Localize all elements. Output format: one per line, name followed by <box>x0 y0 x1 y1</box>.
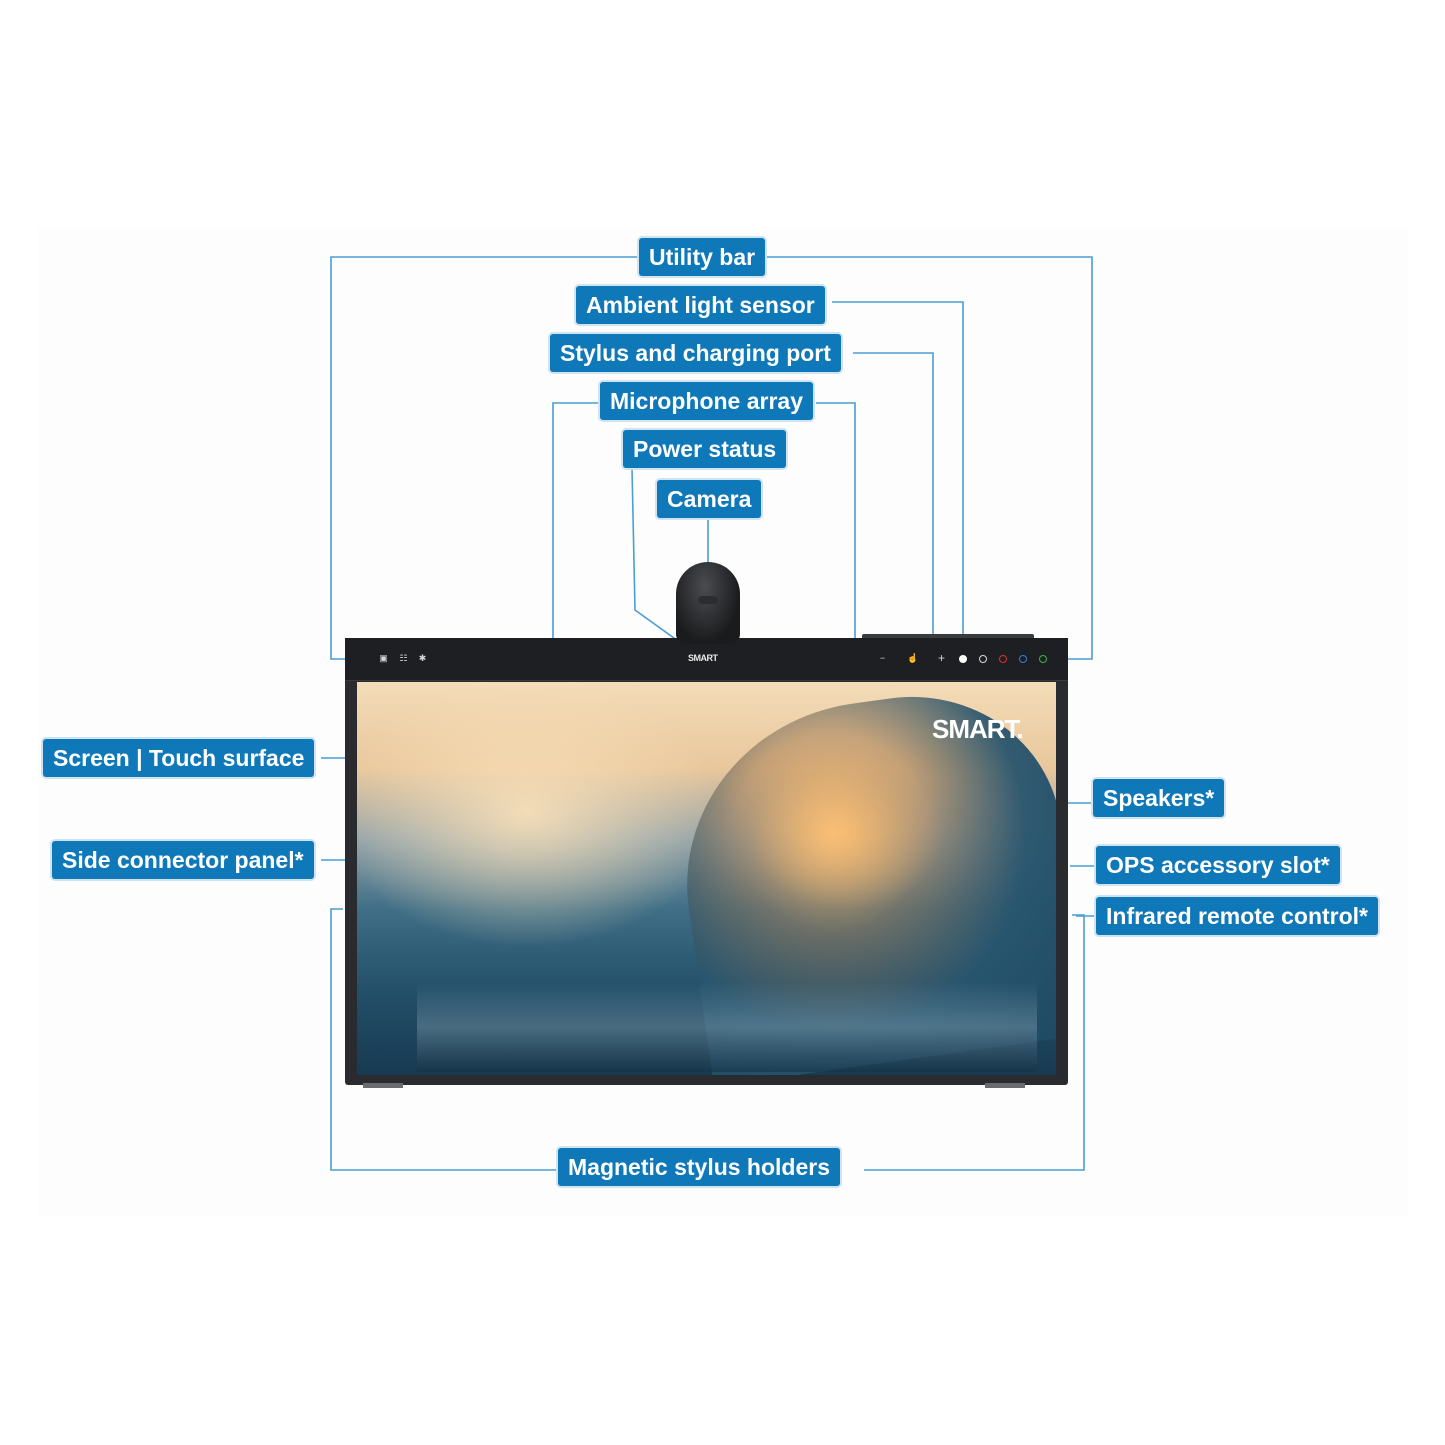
camera-lens <box>698 596 718 604</box>
topbar-logo: SMART <box>688 653 718 663</box>
pointer-icon[interactable]: ☝ <box>907 653 919 663</box>
leader-microphone-right <box>816 402 856 640</box>
camera <box>676 562 740 644</box>
label-camera: Camera <box>657 480 762 518</box>
pen-blue-dot[interactable] <box>1019 655 1027 663</box>
foot-right <box>985 1083 1025 1088</box>
leader-utility-bar-right <box>766 256 1093 660</box>
label-screen-touch-surface: Screen | Touch surface <box>43 739 315 777</box>
leader-magnetic-left <box>330 908 559 1171</box>
pen-green-dot[interactable] <box>1039 655 1047 663</box>
label-ops-accessory-slot: OPS accessory slot* <box>1096 846 1340 884</box>
leader-ambient-light <box>832 301 964 655</box>
leader-utility-bar <box>330 256 640 660</box>
grid-icon[interactable]: ☷ <box>399 653 408 663</box>
leader-microphone-left <box>552 402 601 646</box>
minus-icon[interactable]: − <box>879 653 886 663</box>
image-icon[interactable]: ▣ <box>379 653 388 663</box>
leader-magnetic-right <box>864 914 1085 1171</box>
settings-icon[interactable]: ✱ <box>418 653 427 663</box>
plus-icon[interactable]: + <box>937 651 945 665</box>
utility-bar: ▣ ☷ ✱ SMART − ☝ + <box>345 638 1068 681</box>
interactive-display: ▣ ☷ ✱ SMART − ☝ + SMART. <box>345 638 1068 1088</box>
label-utility-bar: Utility bar <box>639 238 766 276</box>
foot-left <box>363 1083 403 1088</box>
label-side-connector-panel: Side connector panel* <box>52 841 314 879</box>
screen-touch-surface[interactable]: SMART. <box>357 682 1056 1075</box>
label-microphone-array: Microphone array <box>600 382 813 420</box>
label-ambient-light-sensor: Ambient light sensor <box>576 286 825 324</box>
pen-black-dot[interactable] <box>979 655 987 663</box>
stylus-tray <box>862 634 1034 640</box>
label-magnetic-stylus-holders: Magnetic stylus holders <box>558 1148 841 1186</box>
label-speakers: Speakers* <box>1093 779 1225 817</box>
ambient-light-sensor-dot <box>959 655 967 663</box>
pen-red-dot[interactable] <box>999 655 1007 663</box>
label-stylus-charging-port: Stylus and charging port <box>550 334 841 372</box>
label-infrared-remote-control: Infrared remote control* <box>1096 897 1378 935</box>
label-power-status: Power status <box>623 430 787 468</box>
screen-logo: SMART. <box>932 714 1024 744</box>
leader-stylus-port <box>853 352 934 635</box>
wave-foam <box>417 982 1037 1072</box>
